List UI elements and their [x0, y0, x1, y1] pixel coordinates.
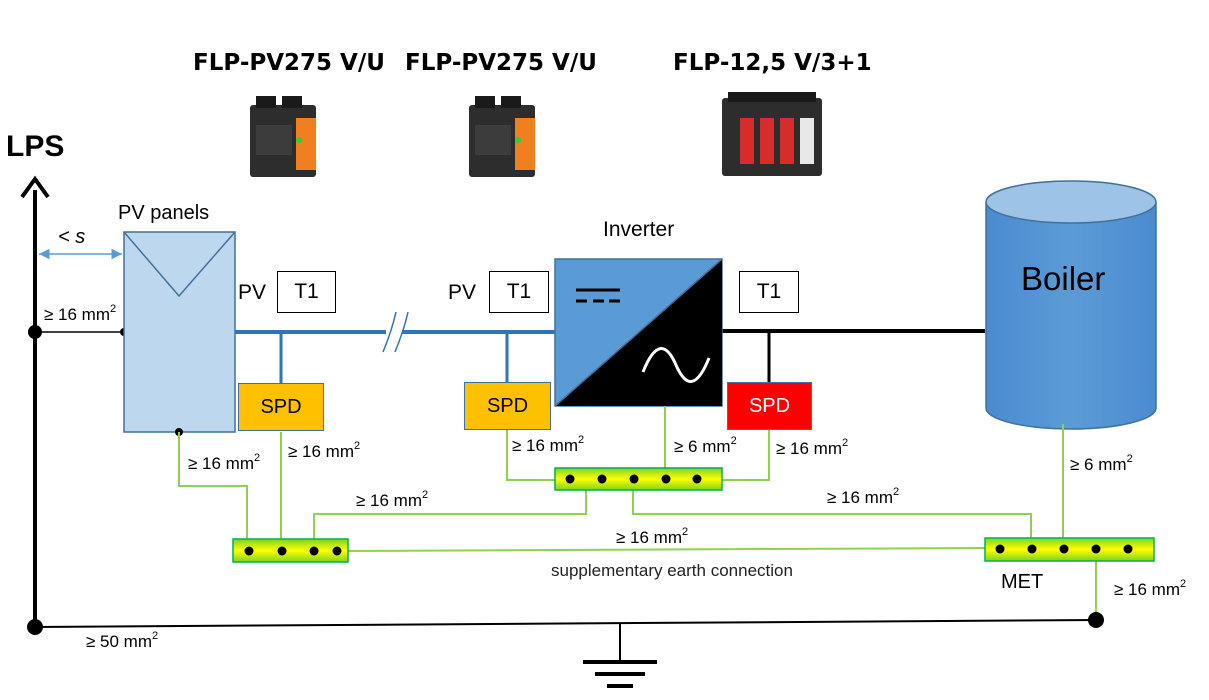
met-earth-node — [1088, 612, 1104, 628]
boiler-label: Boiler — [1021, 260, 1106, 297]
product-label-2: FLP-PV275 V/U — [405, 50, 597, 76]
pv-label-1: PV — [238, 281, 267, 304]
cs-inverter-bar: ≥ 6 mm2 — [674, 435, 737, 456]
met-label: MET — [1001, 571, 1044, 593]
cs-bar-met-long: ≥ 16 mm2 — [616, 526, 689, 547]
distance-label: < s — [58, 226, 86, 248]
cs-spd-c-bar: ≥ 16 mm2 — [776, 437, 849, 458]
ac-sine-icon — [641, 347, 711, 383]
cs-spd-b-bar: ≥ 16 mm2 — [512, 434, 585, 455]
cs-spd-a-bar: ≥ 16 mm2 — [288, 440, 361, 461]
lps-arrow — [20, 175, 50, 199]
earth-conductor — [34, 619, 1097, 628]
lps-earth-node — [27, 619, 43, 635]
spd-device-image-2 — [469, 96, 535, 177]
lps-label: LPS — [6, 130, 65, 163]
cs-lps-earth: ≥ 50 mm2 — [86, 630, 159, 651]
busbar-left — [232, 538, 349, 563]
spd-device-image-3 — [722, 92, 822, 176]
inverter-label: Inverter — [603, 218, 675, 241]
pv-label-2: PV — [448, 281, 477, 304]
ground-symbol-icon — [583, 660, 657, 688]
boiler — [985, 180, 1157, 430]
spd-box-pv-1: SPD — [238, 383, 324, 431]
type1-badge-1: T1 — [277, 271, 336, 313]
earth-wires — [178, 406, 1097, 612]
busbar-center — [554, 467, 723, 491]
spd-box-ac: SPD — [727, 382, 812, 430]
pv-panel — [123, 231, 236, 433]
line-break-mark — [382, 311, 397, 353]
lps-bond-node — [28, 325, 42, 339]
product-label-1: FLP-PV275 V/U — [193, 50, 385, 76]
spd-device-image-1 — [250, 96, 316, 177]
pv-panels-label: PV panels — [118, 202, 210, 224]
busbar-met — [984, 537, 1155, 562]
supplementary-earth-label: supplementary earth connection — [551, 561, 793, 580]
type1-badge-2: T1 — [489, 271, 549, 313]
cs-bar-met-top: ≥ 16 mm2 — [827, 486, 900, 507]
spd-box-pv-2: SPD — [464, 382, 551, 430]
cs-panel-bar: ≥ 16 mm2 — [188, 452, 261, 473]
cs-bar-link: ≥ 16 mm2 — [356, 489, 429, 510]
inverter — [554, 258, 723, 407]
cs-met-earth: ≥ 16 mm2 — [1114, 578, 1187, 599]
cs-boiler-met: ≥ 6 mm2 — [1070, 453, 1133, 474]
pv-panel-symbol — [123, 231, 236, 298]
product-label-3: FLP-12,5 V/3+1 — [673, 50, 872, 76]
type1-badge-3: T1 — [739, 271, 799, 313]
cs-lps-panel: ≥ 16 mm2 — [44, 303, 117, 324]
